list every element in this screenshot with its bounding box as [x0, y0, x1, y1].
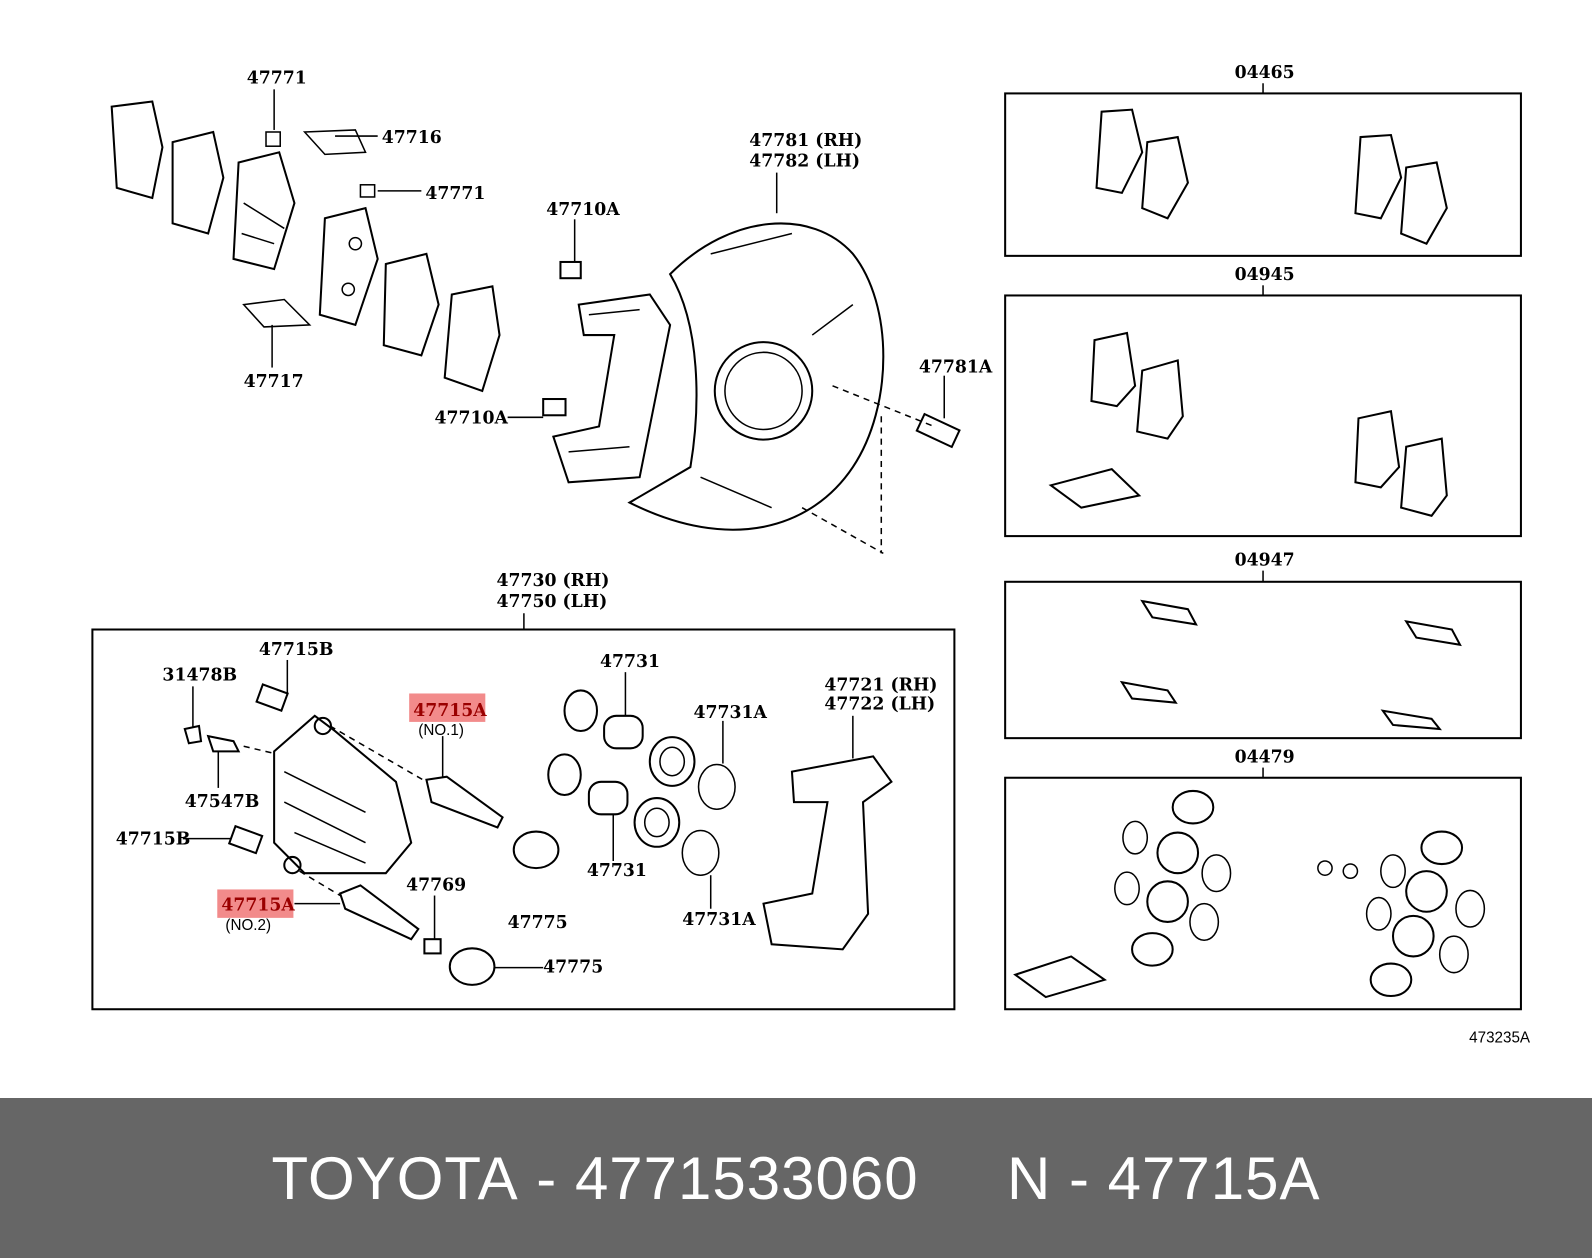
part-number: 4771533060	[574, 1144, 919, 1212]
label-kit-04479: 04479	[1235, 748, 1295, 768]
label-47716: 47716	[382, 128, 442, 148]
kit-04465-box	[1004, 92, 1522, 257]
caliper-bracket-right-drawing	[762, 715, 893, 951]
separator: -	[518, 1144, 575, 1212]
kit-04947-shims	[1119, 599, 1462, 731]
highlight-47715a-no2	[217, 889, 294, 918]
label-47722-lh: 47722 (LH)	[824, 695, 935, 715]
label-47731a-top: 47731A	[693, 703, 767, 723]
label-47547b: 47547B	[185, 792, 260, 812]
label-47775-b: 47775	[543, 958, 603, 978]
kit-04479-seals	[1013, 789, 1486, 999]
label-31478b: 31478B	[162, 665, 237, 685]
label-47721-rh: 47721 (RH)	[824, 675, 937, 695]
label-47771-top: 47771	[247, 68, 307, 88]
caliper-assembly-box	[91, 628, 956, 1011]
kit-04465-pads	[1095, 108, 1448, 245]
piston-seal-drawing	[547, 672, 736, 909]
ref-prefix: N	[1007, 1144, 1052, 1212]
label-47771-mid: 47771	[425, 184, 485, 204]
label-47775-a: 47775	[508, 913, 568, 933]
kit-04945-box	[1004, 294, 1522, 538]
brand-name: TOYOTA	[271, 1144, 519, 1212]
label-47781a: 47781A	[919, 358, 993, 378]
kit-04945-pads	[1048, 331, 1448, 517]
label-47750-lh: 47750 (LH)	[496, 592, 607, 612]
illustration-ref-code: 473235A	[1469, 1030, 1531, 1047]
label-47715a-no1: 47715A	[413, 701, 487, 721]
label-47715b-top: 47715B	[259, 640, 334, 660]
caliper-bracket-drawing	[507, 219, 672, 484]
brake-pad-set-drawing	[110, 89, 501, 393]
label-47731-bottom: 47731	[587, 861, 647, 881]
label-47717: 47717	[244, 372, 304, 392]
label-47730-rh: 47730 (RH)	[496, 571, 609, 591]
spacer	[919, 1144, 1007, 1213]
label-47715b-left: 47715B	[116, 830, 191, 850]
label-47769: 47769	[406, 875, 466, 895]
kit-04947-box	[1004, 580, 1522, 740]
diagram-ref: 47715A	[1107, 1144, 1321, 1212]
label-47710a-bottom: 47710A	[435, 408, 509, 428]
label-47782-lh: 47782 (LH)	[749, 152, 860, 172]
dust-shield-drawing	[627, 172, 961, 555]
label-no1: (NO.1)	[418, 722, 464, 739]
kit-04479-box	[1004, 776, 1522, 1011]
caliper-drawing	[182, 659, 560, 986]
label-no2: (NO.2)	[225, 917, 271, 934]
highlight-47715a-no1	[409, 693, 486, 722]
label-47731-top: 47731	[600, 652, 660, 672]
part-number-banner: TOYOTA - 4771533060 N - 47715A	[0, 1098, 1592, 1258]
label-47710a-top: 47710A	[546, 200, 620, 220]
label-47715a-no2: 47715A	[221, 896, 295, 916]
separator: -	[1051, 1144, 1108, 1212]
label-kit-04947: 04947	[1235, 551, 1295, 571]
label-kit-04465: 04465	[1235, 63, 1295, 83]
label-47731a-bottom: 47731A	[682, 910, 756, 930]
label-kit-04945: 04945	[1235, 265, 1295, 285]
label-47781-rh: 47781 (RH)	[749, 131, 862, 151]
